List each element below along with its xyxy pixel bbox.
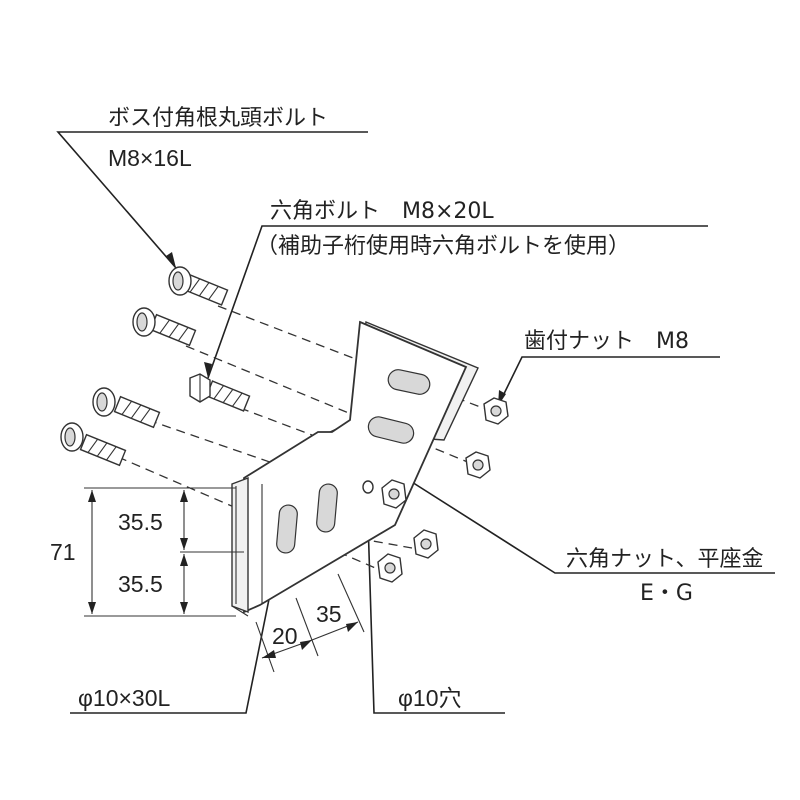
- leader-boss-bolt-arrow: [166, 252, 176, 268]
- label-hex-bolt-note: （補助子桁使用時六角ボルトを使用）: [256, 234, 630, 259]
- boss-bolt-4: [60, 422, 127, 467]
- leader-hole: [366, 487, 505, 714]
- hex-nut-3: [377, 553, 403, 583]
- label-hex-bolt: 六角ボルト M8×20L: [270, 199, 494, 224]
- leader-hex-nut: [403, 476, 775, 574]
- nuts: [377, 397, 509, 583]
- dim-height-upper: 35.5: [118, 509, 163, 535]
- bracket-plate: [231, 320, 479, 617]
- hole-10: [362, 480, 374, 494]
- label-hex-nut-washer-grade: E・G: [640, 581, 693, 606]
- label-hex-nut-washer: 六角ナット、平座金: [566, 547, 764, 572]
- label-flange-nut: 歯付ナット M8: [524, 329, 689, 354]
- slot-lower-2: [316, 483, 338, 533]
- boss-bolt-3: [92, 387, 161, 429]
- bolts: [60, 266, 251, 467]
- flange-nut-2: [465, 451, 491, 479]
- leader-boss-bolt: [56, 131, 368, 269]
- slot-upper-2: [367, 416, 415, 444]
- leader-flange-nut: [497, 356, 720, 407]
- dim-pitch-35: 35: [316, 601, 342, 627]
- hex-bolt: [189, 373, 251, 412]
- leader-hex-bolt-arrow: [204, 362, 212, 378]
- dim-height-total: 71: [50, 539, 76, 565]
- flange-nut-1: [483, 397, 509, 425]
- label-slot-spec: φ10×30L: [78, 685, 171, 711]
- label-boss-bolt-size: M8×16L: [108, 145, 192, 171]
- slot-upper-1: [387, 369, 431, 395]
- leader-hex-bolt: [207, 225, 708, 379]
- dim-height-lower: 35.5: [118, 571, 163, 597]
- horizontal-dimensions: [255, 573, 365, 673]
- label-hole-spec: φ10穴: [398, 685, 462, 711]
- boss-bolt-2: [132, 307, 197, 347]
- hex-nut-1: [381, 479, 407, 509]
- slot-lower-1: [276, 504, 298, 554]
- vertical-dimensions: [84, 487, 244, 617]
- leader-lines: [56, 131, 775, 714]
- text-labels: ボス付角根丸頭ボルト M8×16L 六角ボルト M8×20L （補助子桁使用時六…: [50, 106, 764, 711]
- hex-nut-2: [413, 529, 439, 559]
- label-boss-bolt-name: ボス付角根丸頭ボルト: [108, 106, 328, 131]
- boss-bolt-1: [168, 266, 229, 306]
- dim-pitch-20: 20: [272, 623, 298, 649]
